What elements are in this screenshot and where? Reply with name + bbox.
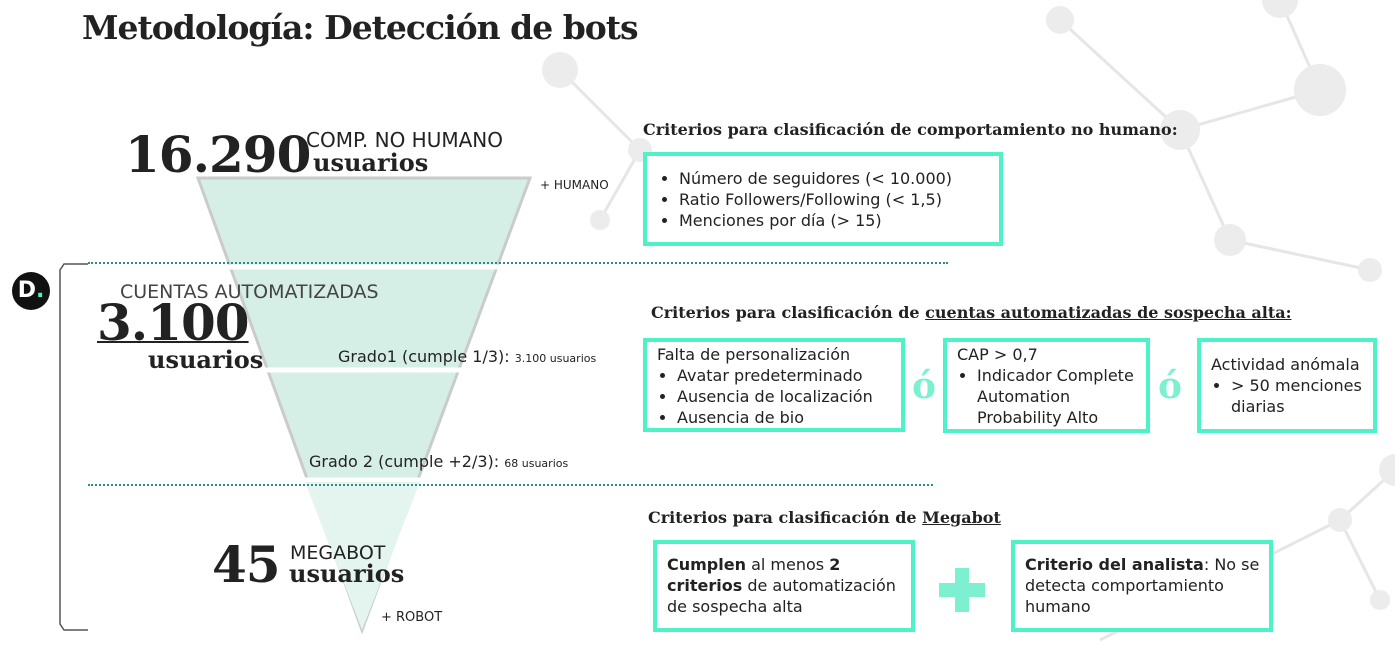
nonhuman-label: COMP. NO HUMANO [306,128,504,152]
nonhuman-criteria-box: Número de seguidores (< 10.000) Ratio Fo… [643,152,1003,246]
nonhuman-count: 16.290 [125,125,311,184]
analyst-criteria-box: Criterio del analista: No se detecta com… [1011,540,1273,632]
grado1-label: Grado1 (cumple 1/3): 3.100 usuarios [338,347,597,366]
anomalous-title: Actividad anómala [1211,355,1360,374]
cap-title: CAP > 0,7 [957,345,1038,364]
megabot-criteria-heading: Criterios para clasificación de Megabot [648,508,1001,527]
analyst-criteria-text: Criterio del analista: No se detecta com… [1025,555,1260,616]
separator-top [88,262,948,264]
list-item: Indicador Complete Automation Probabilit… [977,365,1138,428]
grado1-value: 3.100 usuarios [514,352,597,365]
automated-unit: usuarios [148,345,264,374]
page-title: Metodología: Detección de bots [82,8,639,47]
megabot-unit: usuarios [289,559,405,588]
cap-box: CAP > 0,7 Indicador Complete Automation … [943,338,1150,433]
personalization-title: Falta de personalización [657,345,851,364]
or-separator: ó [912,365,937,407]
separator-bottom [88,484,933,486]
left-bracket [59,263,88,631]
list-item: Menciones por día (> 15) [679,210,989,231]
grado2-value: 68 usuarios [504,457,569,470]
list-item: Ausencia de localización [677,386,893,407]
megabot-criteria-text: Cumplen al menos 2 criterios de automati… [667,555,896,616]
anomalous-activity-box: Actividad anómala > 50 menciones diarias [1197,338,1377,433]
automated-label: CUENTAS AUTOMATIZADAS [120,281,379,303]
megabot-criteria-box: Cumplen al menos 2 criterios de automati… [653,540,915,632]
plus-icon [939,568,985,612]
personalization-box: Falta de personalización Avatar predeter… [643,338,905,432]
list-item: Número de seguidores (< 10.000) [679,168,989,189]
funnel-diagram [190,176,535,635]
robot-label: + ROBOT [381,610,443,625]
human-label: + HUMANO [540,178,609,192]
or-separator: ó [1158,365,1183,407]
brand-logo: D. [12,272,50,310]
list-item: Ausencia de bio [677,407,893,428]
list-item: > 50 menciones diarias [1231,375,1365,417]
automated-criteria-heading: Criterios para clasificación de cuentas … [651,303,1292,322]
nonhuman-criteria-heading: Criterios para clasificación de comporta… [643,120,1178,139]
megabot-count: 45 [212,535,281,594]
list-item: Ratio Followers/Following (< 1,5) [679,189,989,210]
grado2-label: Grado 2 (cumple +2/3): 68 usuarios [309,452,569,471]
megabot-label: MEGABOT [290,542,386,564]
list-item: Avatar predeterminado [677,365,893,386]
nonhuman-unit: usuarios [313,148,429,177]
automated-count: 3.100 [97,293,250,352]
